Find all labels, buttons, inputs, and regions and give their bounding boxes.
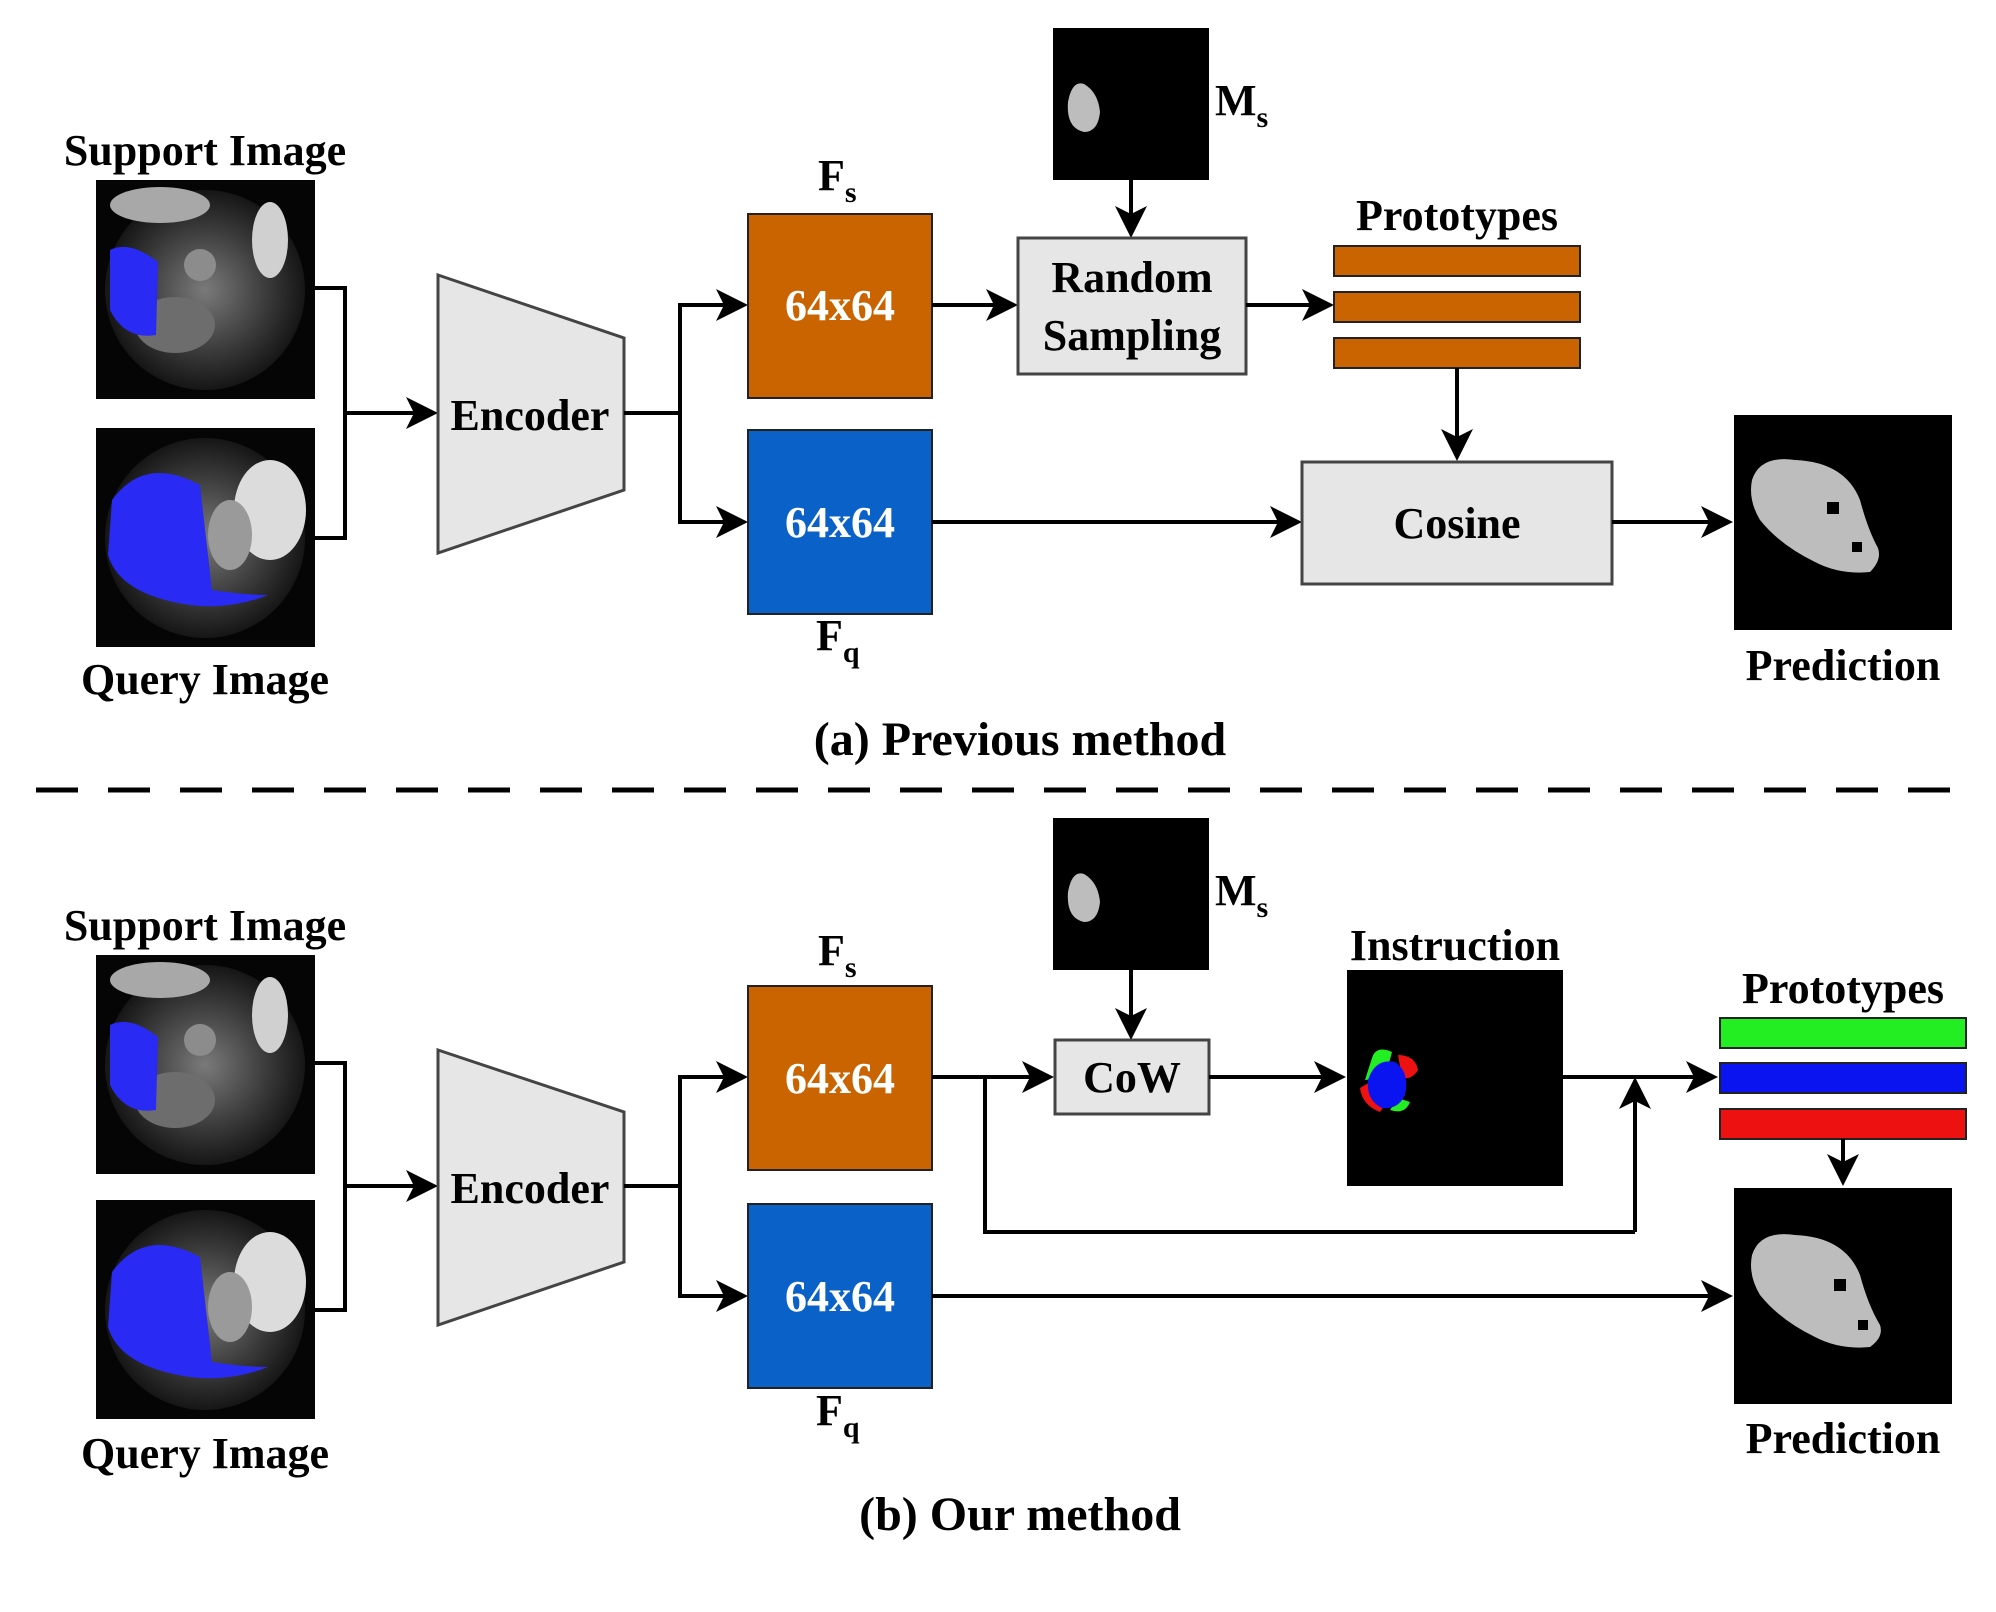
prototype-bar-a-2 <box>1333 291 1581 323</box>
prediction-image-b <box>1734 1188 1952 1404</box>
support-mask-a <box>1053 28 1209 180</box>
query-image-label-b: Query Image <box>81 1429 329 1478</box>
input-merge-bracket-b <box>315 1061 347 1312</box>
panel-our-method: Support Image Query Image Encoder Fs 6 <box>64 818 1967 1541</box>
random-sampling-label-2: Sampling <box>1043 311 1222 360</box>
fs-label-b: Fs <box>818 926 857 984</box>
cosine-label: Cosine <box>1393 499 1520 548</box>
prototype-bar-a-3 <box>1333 337 1581 369</box>
prototypes-label-a: Prototypes <box>1356 191 1558 240</box>
fs-label-a: Fs <box>818 151 857 209</box>
fq-label-a: Fq <box>816 611 860 669</box>
caption-b: (b) Our method <box>859 1488 1181 1541</box>
arrow-to-fq-b <box>678 1186 748 1312</box>
query-feature-block-a <box>747 429 933 615</box>
bypass-line <box>983 1077 1635 1234</box>
panel-previous-method: Support Image Query Image Encoder <box>64 28 1952 766</box>
arrow-to-fs-b <box>678 1061 748 1186</box>
support-image-label: Support Image <box>64 126 346 175</box>
support-image-a <box>96 180 315 399</box>
query-feature-block-b <box>747 1203 933 1389</box>
query-image-a <box>96 428 315 647</box>
encoder-block-a <box>436 272 626 556</box>
support-feature-size-a: 64x64 <box>785 281 895 330</box>
prototypes-label-b: Prototypes <box>1742 964 1944 1013</box>
support-feature-block-b <box>747 985 933 1171</box>
arrow-to-fq-a <box>678 413 748 538</box>
query-image-label: Query Image <box>81 655 329 704</box>
prediction-label-a: Prediction <box>1746 641 1941 690</box>
prototype-bar-a-1 <box>1333 245 1581 277</box>
encoder-label-b: Encoder <box>451 1164 610 1213</box>
prediction-image-a <box>1734 415 1952 630</box>
query-feature-size-b: 64x64 <box>785 1272 895 1321</box>
support-mask-b <box>1053 818 1209 970</box>
support-image-b <box>96 955 315 1174</box>
input-merge-bracket-a <box>315 286 347 540</box>
query-feature-size-a: 64x64 <box>785 498 895 547</box>
encoder-block-b <box>436 1047 626 1328</box>
prototype-bar-green <box>1719 1017 1967 1049</box>
cosine-block <box>1300 460 1614 586</box>
support-feature-size-b: 64x64 <box>785 1054 895 1103</box>
random-sampling-label-1: Random <box>1051 253 1212 302</box>
cow-label: CoW <box>1083 1053 1181 1102</box>
caption-a: (a) Previous method <box>814 713 1227 766</box>
cow-block <box>1053 1038 1211 1116</box>
random-sampling-block <box>1016 236 1248 376</box>
arrow-to-fs-a <box>678 289 748 413</box>
instruction-label: Instruction <box>1350 921 1560 970</box>
ms-label-a: Ms <box>1215 76 1268 134</box>
support-image-label-b: Support Image <box>64 901 346 950</box>
prototype-bar-red <box>1719 1108 1967 1140</box>
support-feature-block-a <box>747 213 933 399</box>
encoder-label-a: Encoder <box>451 391 610 440</box>
instruction-image <box>1347 970 1563 1186</box>
prediction-label-b: Prediction <box>1746 1414 1941 1463</box>
query-image-b <box>96 1200 315 1419</box>
ms-label-b: Ms <box>1215 866 1268 924</box>
prototype-bar-blue <box>1719 1062 1967 1094</box>
fq-label-b: Fq <box>816 1386 860 1444</box>
